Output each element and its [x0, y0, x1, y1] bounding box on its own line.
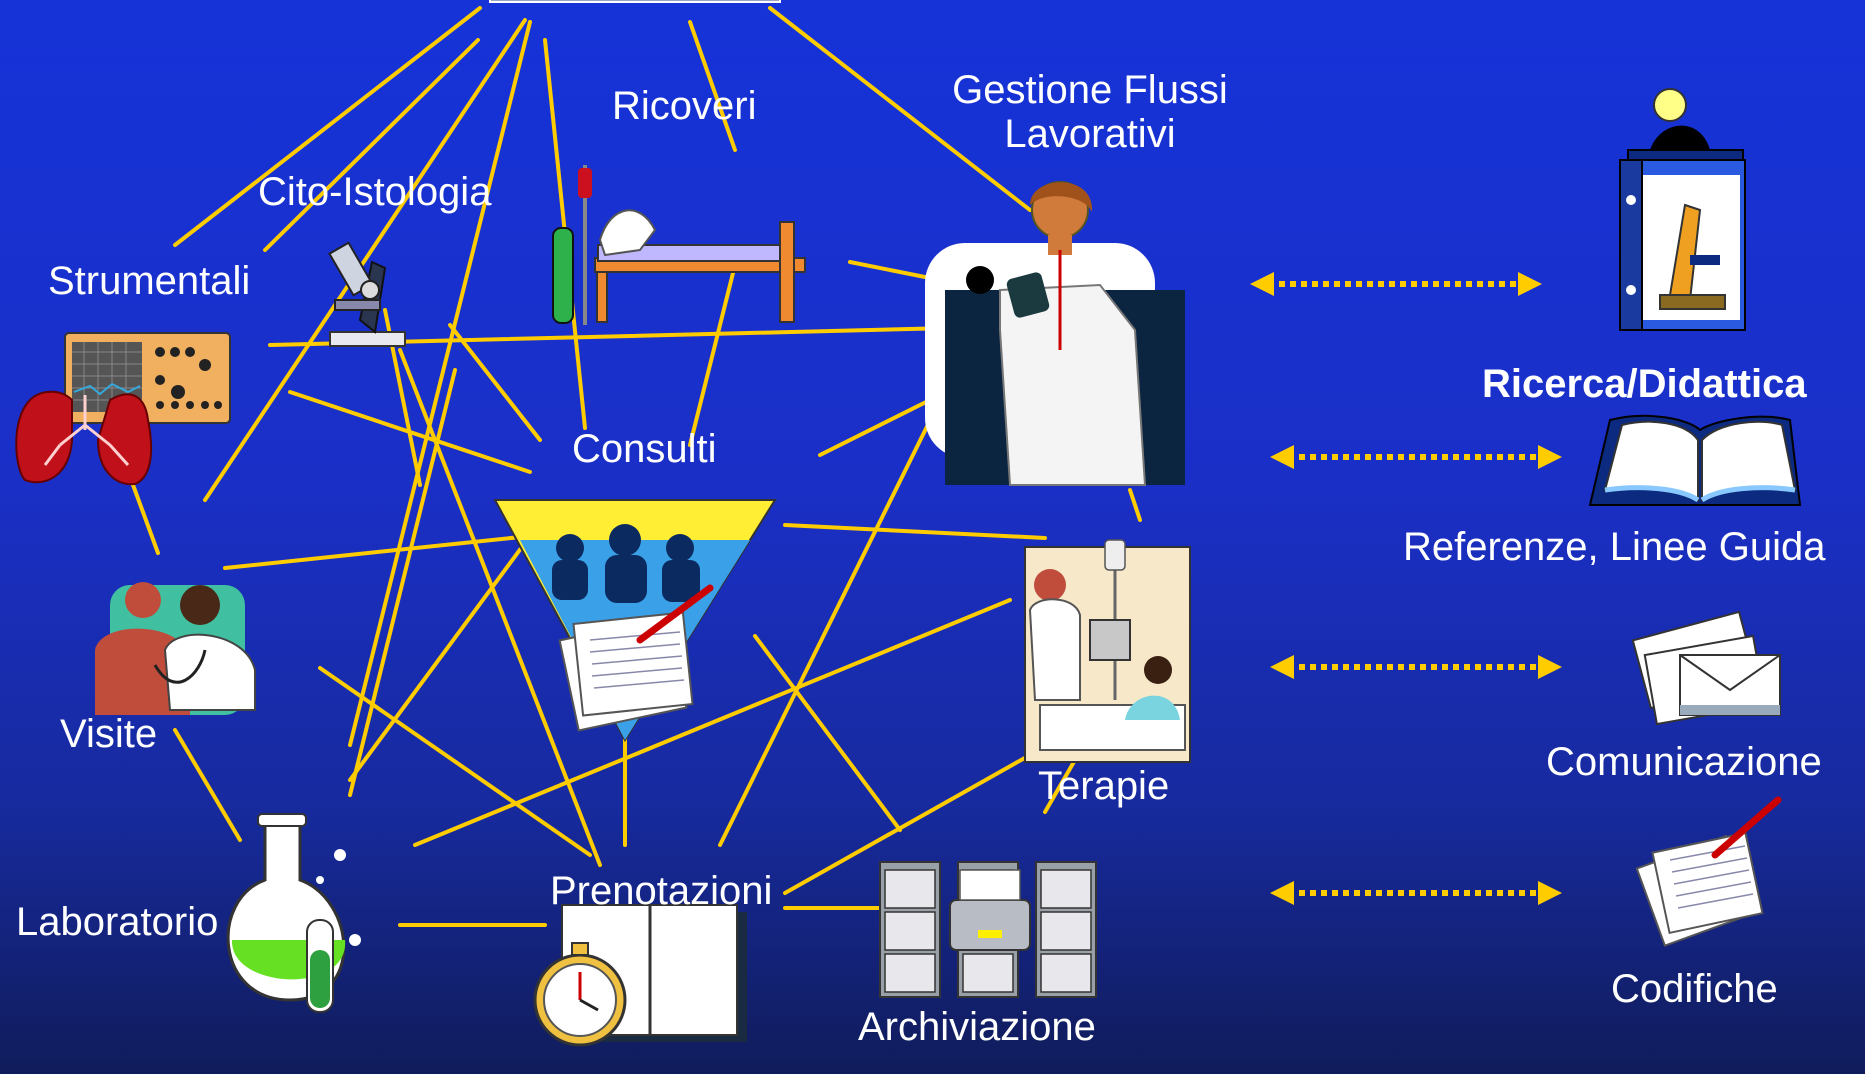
label-strumentali: Strumentali: [48, 259, 251, 303]
label-visite: Visite: [60, 712, 158, 756]
top-box: [489, 0, 781, 3]
label-ricerca-didattica: Ricerca/Didattica: [1482, 362, 1807, 406]
label-referenze: Referenze, Linee Guida: [1403, 525, 1826, 569]
label-gestione-line1: Gestione Flussi: [952, 68, 1228, 112]
doctor-patient-icon: [95, 582, 256, 715]
label-cito-istologia: Cito-Istologia: [258, 170, 492, 214]
label-gestione-flussi: Gestione Flussi Lavorativi: [920, 68, 1260, 156]
label-consulti: Consulti: [572, 427, 717, 471]
arrow-referenze: [1270, 445, 1562, 469]
document-pen-icon: [1635, 796, 1782, 947]
arrow-comunicazione: [1270, 655, 1562, 679]
envelopes-icon: [1631, 610, 1781, 726]
label-terapie: Terapie: [1038, 764, 1170, 808]
meeting-documents-icon: [493, 499, 777, 742]
arrow-ricerca: [1250, 272, 1542, 296]
hospital-bed-icon: [552, 165, 806, 325]
label-gestione-line2: Lavorativi: [1004, 112, 1176, 156]
microscope-icon: [328, 241, 406, 347]
label-prenotazioni: Prenotazioni: [550, 869, 773, 913]
monitor-lungs-icon: [15, 332, 231, 486]
service-arrows: [1250, 272, 1562, 905]
doctor-icon: [925, 181, 1185, 486]
filing-cabinet-icon: [879, 861, 1097, 998]
open-book-icon: [1588, 414, 1802, 506]
iv-therapy-icon: [1024, 539, 1191, 763]
arrow-codifiche: [1270, 881, 1562, 905]
label-archiviazione: Archiviazione: [858, 1005, 1096, 1049]
stopwatch-agenda-icon: [533, 904, 747, 1047]
label-comunicazione: Comunicazione: [1546, 740, 1822, 784]
research-binder-icon: [1619, 88, 1746, 331]
label-laboratorio: Laboratorio: [16, 900, 219, 944]
flask-icon: [226, 813, 361, 1013]
label-ricoveri: Ricoveri: [612, 84, 757, 128]
label-codifiche: Codifiche: [1611, 967, 1778, 1011]
